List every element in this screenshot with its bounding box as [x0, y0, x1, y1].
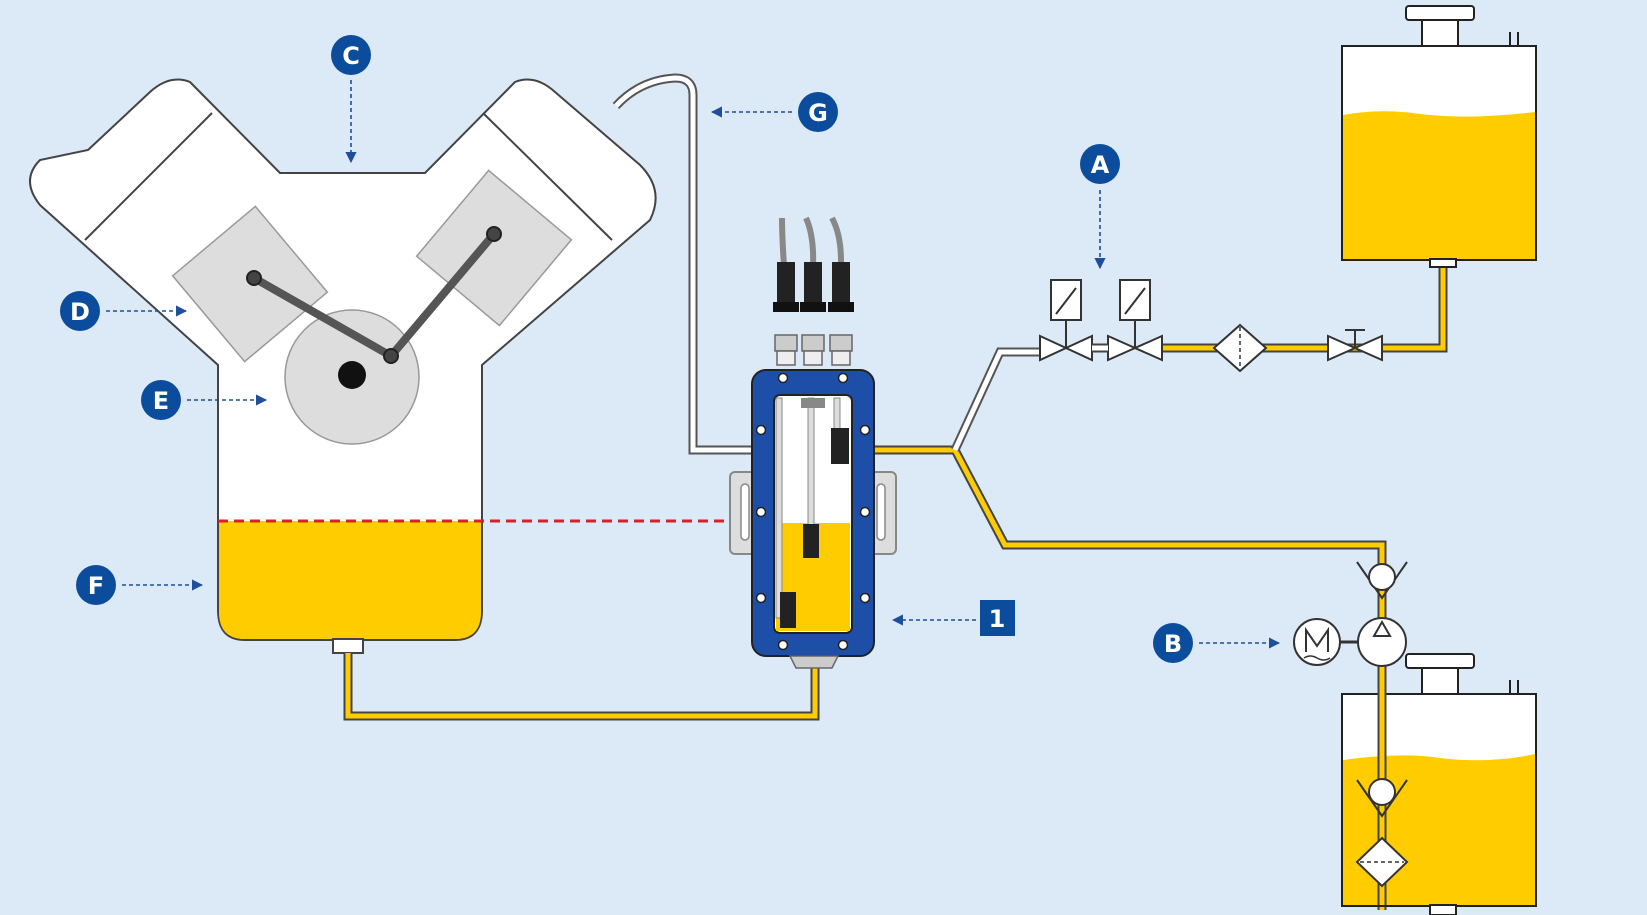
- housing-screw: [777, 639, 789, 651]
- cylinder-head-right-line: [482, 112, 613, 241]
- inline-filter: [1212, 323, 1268, 373]
- callout-f: F: [76, 565, 204, 605]
- connector-2-ring: [800, 302, 826, 312]
- vent-line: [612, 73, 755, 455]
- gland-1-base: [776, 350, 796, 366]
- bracket-slot-left: [740, 483, 750, 541]
- callout-c-circle: [331, 35, 371, 75]
- manual-shutoff-valve: [1327, 329, 1383, 362]
- motor-symbol-wave: [1303, 655, 1331, 661]
- connecting-rod-right: [387, 230, 498, 360]
- component-number-label: 1: [989, 605, 1006, 633]
- motor-symbol-m: [1305, 626, 1329, 652]
- float-mid: [803, 524, 819, 558]
- callout-g-label: G: [808, 99, 828, 127]
- check-valve-ball-upper: [1368, 563, 1396, 591]
- callout-e: E: [141, 380, 268, 420]
- housing-screw: [755, 592, 767, 604]
- return-tank-filler-neck: [1421, 665, 1459, 695]
- gland-2: [801, 334, 825, 352]
- housing-screw: [755, 506, 767, 518]
- supply-tank-outlet: [1429, 258, 1457, 268]
- callout-e-circle: [141, 380, 181, 420]
- crank-pin: [383, 348, 399, 364]
- gland-2-base: [803, 350, 823, 366]
- rod-pin-left: [246, 270, 262, 286]
- piston-right: [415, 169, 573, 327]
- monitor-bottom-port: [788, 655, 840, 669]
- housing-screw: [837, 639, 849, 651]
- rod-pin-right: [486, 226, 502, 242]
- callout-g: G: [710, 92, 838, 132]
- float-low: [780, 592, 796, 628]
- callout-a-label: A: [1091, 151, 1110, 179]
- callout-a: A: [1080, 144, 1120, 270]
- connecting-rod-left: [250, 274, 395, 360]
- check-valve-upper: [1356, 561, 1408, 600]
- white-line-to-valves: [950, 347, 1040, 452]
- housing-screws: [755, 372, 871, 651]
- callout-b-label: B: [1164, 630, 1182, 658]
- engine-drain-port: [332, 638, 364, 654]
- bracket-slot-right: [876, 483, 886, 541]
- pump: [1357, 617, 1407, 667]
- check-valve-lower: [1356, 778, 1408, 818]
- oil-level-monitor: [729, 216, 897, 669]
- supply-tank: [1341, 5, 1537, 268]
- callout-c-label: C: [342, 42, 360, 70]
- housing-screw: [755, 424, 767, 436]
- housing-screw: [837, 372, 849, 384]
- solenoid-coil-symbol-1: [1055, 287, 1077, 315]
- component-number-1: 1: [891, 600, 1015, 636]
- cylinder-head-left-line: [84, 112, 213, 241]
- window-top-cap: [801, 398, 825, 408]
- check-valve-ball-lower: [1368, 778, 1396, 806]
- connector-3-ring: [828, 302, 854, 312]
- motor: [1293, 618, 1341, 666]
- housing-screw: [859, 506, 871, 518]
- probe-rod-2: [807, 397, 815, 529]
- component-number-box: [980, 600, 1015, 636]
- connector-2: [804, 262, 822, 312]
- gland-3: [829, 334, 853, 352]
- pump-direction-triangle: [1372, 619, 1392, 637]
- return-tank-cap: [1405, 653, 1475, 669]
- callout-c: C: [331, 35, 371, 164]
- engine-oil-sump: [219, 521, 481, 639]
- callout-d-label: D: [70, 298, 90, 326]
- suction-filter: [1355, 836, 1409, 888]
- callout-b: B: [1153, 623, 1281, 663]
- engine: [29, 78, 657, 654]
- callout-d: D: [60, 291, 188, 331]
- callout-e-label: E: [153, 387, 169, 415]
- housing-screw: [859, 592, 871, 604]
- connector-3: [832, 262, 850, 312]
- callout-b-circle: [1153, 623, 1193, 663]
- return-tank-oil: [1343, 754, 1535, 905]
- housing-screw: [859, 424, 871, 436]
- oil-line-sump-to-monitor: [343, 653, 820, 721]
- solenoid-coil-symbol-2: [1124, 287, 1146, 315]
- supply-tank-oil: [1343, 111, 1535, 259]
- float-high: [831, 428, 849, 464]
- callout-a-circle: [1080, 144, 1120, 184]
- callout-d-circle: [60, 291, 100, 331]
- housing-screw: [777, 372, 789, 384]
- solenoid-valve-2: [1107, 279, 1163, 362]
- connector-1: [777, 262, 795, 312]
- supply-tank-filler-neck: [1421, 17, 1459, 47]
- crankshaft-center: [338, 361, 366, 389]
- connector-1-ring: [773, 302, 799, 312]
- check-valve-icon: [1356, 779, 1408, 818]
- gland-1: [774, 334, 798, 352]
- probe-rod-1: [775, 397, 783, 619]
- supply-tank-cap: [1405, 5, 1475, 21]
- callout-f-label: F: [88, 572, 104, 600]
- return-tank-outlet: [1429, 904, 1457, 915]
- check-valve-icon: [1356, 561, 1408, 600]
- callout-f-circle: [76, 565, 116, 605]
- gland-3-base: [831, 350, 851, 366]
- callout-g-circle: [798, 92, 838, 132]
